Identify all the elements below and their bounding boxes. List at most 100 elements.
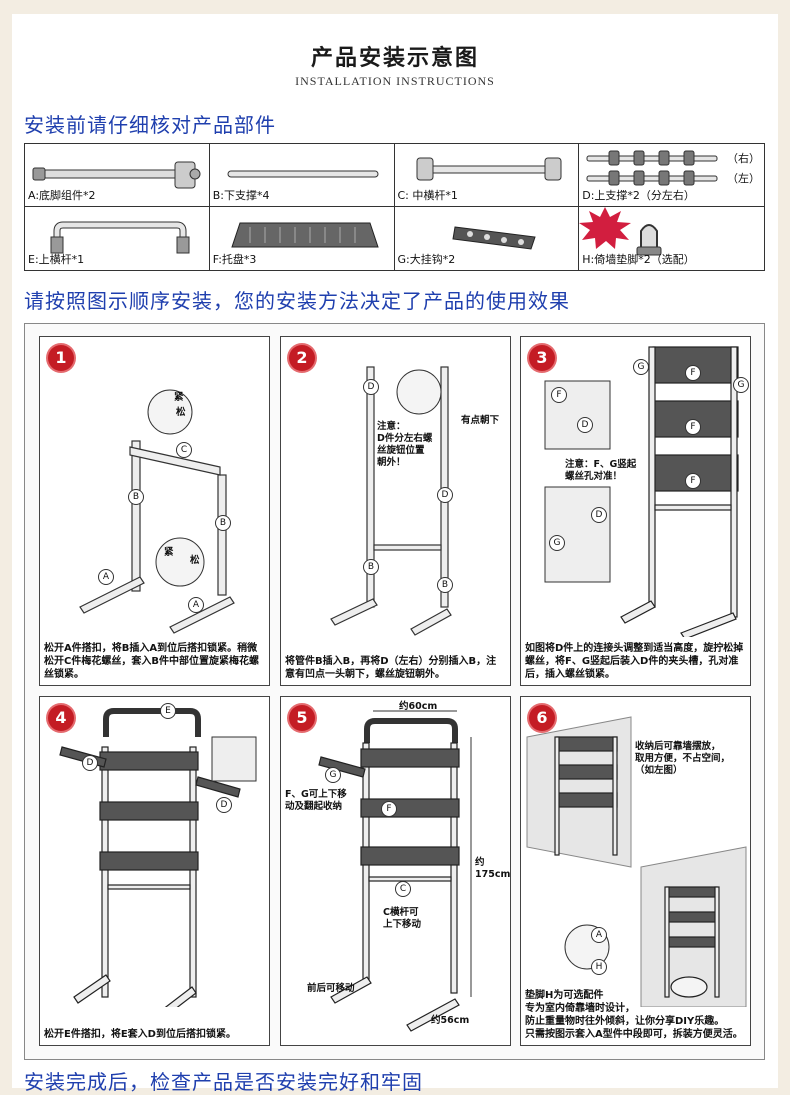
note-tray-fold: F、G可上下移 动及翻起收纳 [285, 789, 347, 812]
note-tight: 紧 [174, 392, 184, 403]
page-title: 产品安装示意图 [310, 46, 479, 71]
step-5: 5 G F C 约60cm F、G可上下移 动及翻起收纳 C横杆可 上下移动 约… [280, 696, 511, 1046]
part-cell-b: B:下支撑*4 [209, 144, 395, 207]
note-storage: 收纳后可靠墙摆放， 取用方便，不占空间， （如左图） [635, 741, 731, 776]
label-g: G [325, 767, 341, 783]
step-number: 5 [289, 705, 315, 731]
lower-support-tube-icon [227, 170, 379, 178]
part-cell-e: E:上横杆*1 [25, 207, 210, 270]
detail-circle [396, 369, 442, 415]
note-loose: 松 [190, 555, 200, 566]
label-a: A [591, 927, 607, 943]
note-crossbar-move: C横杆可 上下移动 [383, 907, 422, 930]
step-caption: 松开E件搭扣，将E套入D到位后搭扣锁紧。 [44, 1029, 236, 1040]
width-dimension: 约60cm [399, 701, 438, 712]
left-tag: （左） [727, 172, 760, 185]
detail-circle-top [147, 389, 193, 435]
label-b: B [437, 577, 453, 593]
label-h: H [591, 959, 607, 975]
label-f: F [381, 801, 397, 817]
label-c: C [176, 442, 192, 458]
step-4-diagram [59, 708, 257, 1007]
part-cell-g: G:大挂钩*2 [395, 207, 580, 270]
large-hook-icon [451, 226, 536, 250]
tray-icon [231, 222, 379, 248]
step-2-diagram [330, 366, 452, 636]
gift-starburst-icon [579, 207, 632, 249]
part-label-b: B:下支撑*4 [212, 189, 270, 202]
label-d: D [591, 507, 607, 523]
part-label-e: E:上横杆*1 [28, 253, 85, 266]
label-d: D [363, 379, 379, 395]
step-2: 2 D D B B 注意： D件分左右螺 丝旋钮位置 朝外！ 有点朝下 将管件B… [280, 336, 511, 686]
base-foot-tube-icon [32, 161, 201, 189]
step-number: 1 [48, 345, 74, 371]
step-number: 6 [529, 705, 555, 731]
height-dimension: 约175cm [475, 857, 511, 880]
part-cell-c: C: 中横杆*1 [394, 144, 580, 207]
step-number: 2 [289, 345, 315, 371]
step-6-diagram [526, 716, 747, 1007]
step-3-diagram [544, 346, 739, 637]
part-label-c: C: 中横杆*1 [397, 189, 458, 202]
label-d: D [216, 797, 232, 813]
label-b: B [363, 559, 379, 575]
parts-table: A:底脚组件*2 B:下支撑*4 C: 中横杆*1 （右） （左） [24, 143, 765, 271]
label-g: G [549, 535, 565, 551]
check-parts-heading: 安装前请仔细核对产品部件 [24, 113, 276, 137]
label-a: A [98, 569, 114, 585]
label-f: F [551, 387, 567, 403]
step-1-diagram [79, 389, 235, 634]
label-f: F [685, 419, 701, 435]
part-cell-f: F:托盘*3 [210, 207, 395, 270]
label-d: D [82, 755, 98, 771]
label-e: E [160, 703, 176, 719]
part-label-a: A:底脚组件*2 [28, 189, 96, 202]
middle-crossbar-icon [416, 157, 561, 181]
label-g: G [733, 377, 749, 393]
gift-badge: 赠品 [728, 231, 750, 244]
part-cell-h: 赠品 H:倚墙垫脚*2（选配） [579, 207, 764, 270]
upper-support-icon [586, 150, 718, 186]
label-b: B [215, 515, 231, 531]
part-cell-d: （右） （左） D:上支撑*2（分左右） [579, 144, 764, 207]
label-b: B [128, 489, 144, 505]
page-subtitle: INSTALLATION INSTRUCTIONS [295, 74, 495, 88]
part-label-d: D:上支撑*2（分左右） [582, 189, 695, 202]
step-number: 4 [48, 705, 74, 731]
detail-box-bottom [544, 486, 611, 583]
wall-foot-pad-icon [636, 224, 662, 256]
depth-dimension: 约56cm [431, 1015, 470, 1026]
step-5-diagram [318, 710, 472, 1032]
step-number: 3 [529, 345, 555, 371]
label-c: C [395, 881, 411, 897]
note-loose: 松 [176, 407, 186, 418]
note-dot-down: 有点朝下 [461, 415, 500, 426]
step-6: 6 A H 收纳后可靠墙摆放， 取用方便，不占空间， （如左图） 垫脚H为可选配… [520, 696, 751, 1046]
step-caption: 将管件B插入B，再将D（左右）分别插入B，注意有凹点一头朝下，螺丝旋钮朝外。 [285, 656, 497, 680]
label-g: G [633, 359, 649, 375]
note-front-back: 前后可移动 [307, 983, 355, 994]
step-4: 4 E D D 松开E件搭扣，将E套入D到位后搭扣锁紧。 [39, 696, 270, 1046]
label-d: D [577, 417, 593, 433]
note-align-holes: 注意：F、G竖起 螺丝孔对准！ [565, 459, 637, 482]
right-tag: （右） [727, 152, 760, 165]
upper-crossbar-icon [50, 221, 190, 254]
part-label-f: F:托盘*3 [212, 253, 257, 266]
install-order-heading: 请按照图示顺序安装，您的安装方法决定了产品的使用效果 [24, 289, 570, 313]
note-d-orientation: 注意： D件分左右螺 丝旋钮位置 朝外！ [377, 421, 433, 468]
part-cell-a: A:底脚组件*2 [25, 144, 210, 207]
part-label-g: G:大挂钩*2 [397, 253, 456, 266]
step-caption: 松开A件搭扣，将B插入A到位后搭扣锁紧。稍微松开C件梅花螺丝，套入B件中部位置旋… [44, 643, 259, 680]
label-d: D [437, 487, 453, 503]
detail-box [211, 736, 257, 782]
step-caption: 垫脚H为可选配件 专为室内倚靠墙时设计， 防止重量物时往外倾斜，让你分享DIY乐… [525, 990, 743, 1040]
step-caption: 如图将D件上的连接头调整到适当高度，旋拧松掉螺丝，将F、G竖起后装入D件的夹头槽… [525, 643, 744, 680]
step-3: 3 G F G F F F D D G 注意：F、G竖起 螺丝孔对准！ 如图将D… [520, 336, 751, 686]
label-a: A [188, 597, 204, 613]
label-f: F [685, 473, 701, 489]
note-tight: 紧 [164, 547, 174, 558]
step-1: 1 C B B A A 紧 松 紧 松 松开A件搭扣，将B插入A到位后搭扣锁紧。… [39, 336, 270, 686]
steps-panel: 1 C B B A A 紧 松 紧 松 松开A件搭扣，将B插入A到位后搭扣锁紧。… [24, 323, 765, 1060]
part-label-h: H:倚墙垫脚*2（选配） [582, 253, 695, 266]
